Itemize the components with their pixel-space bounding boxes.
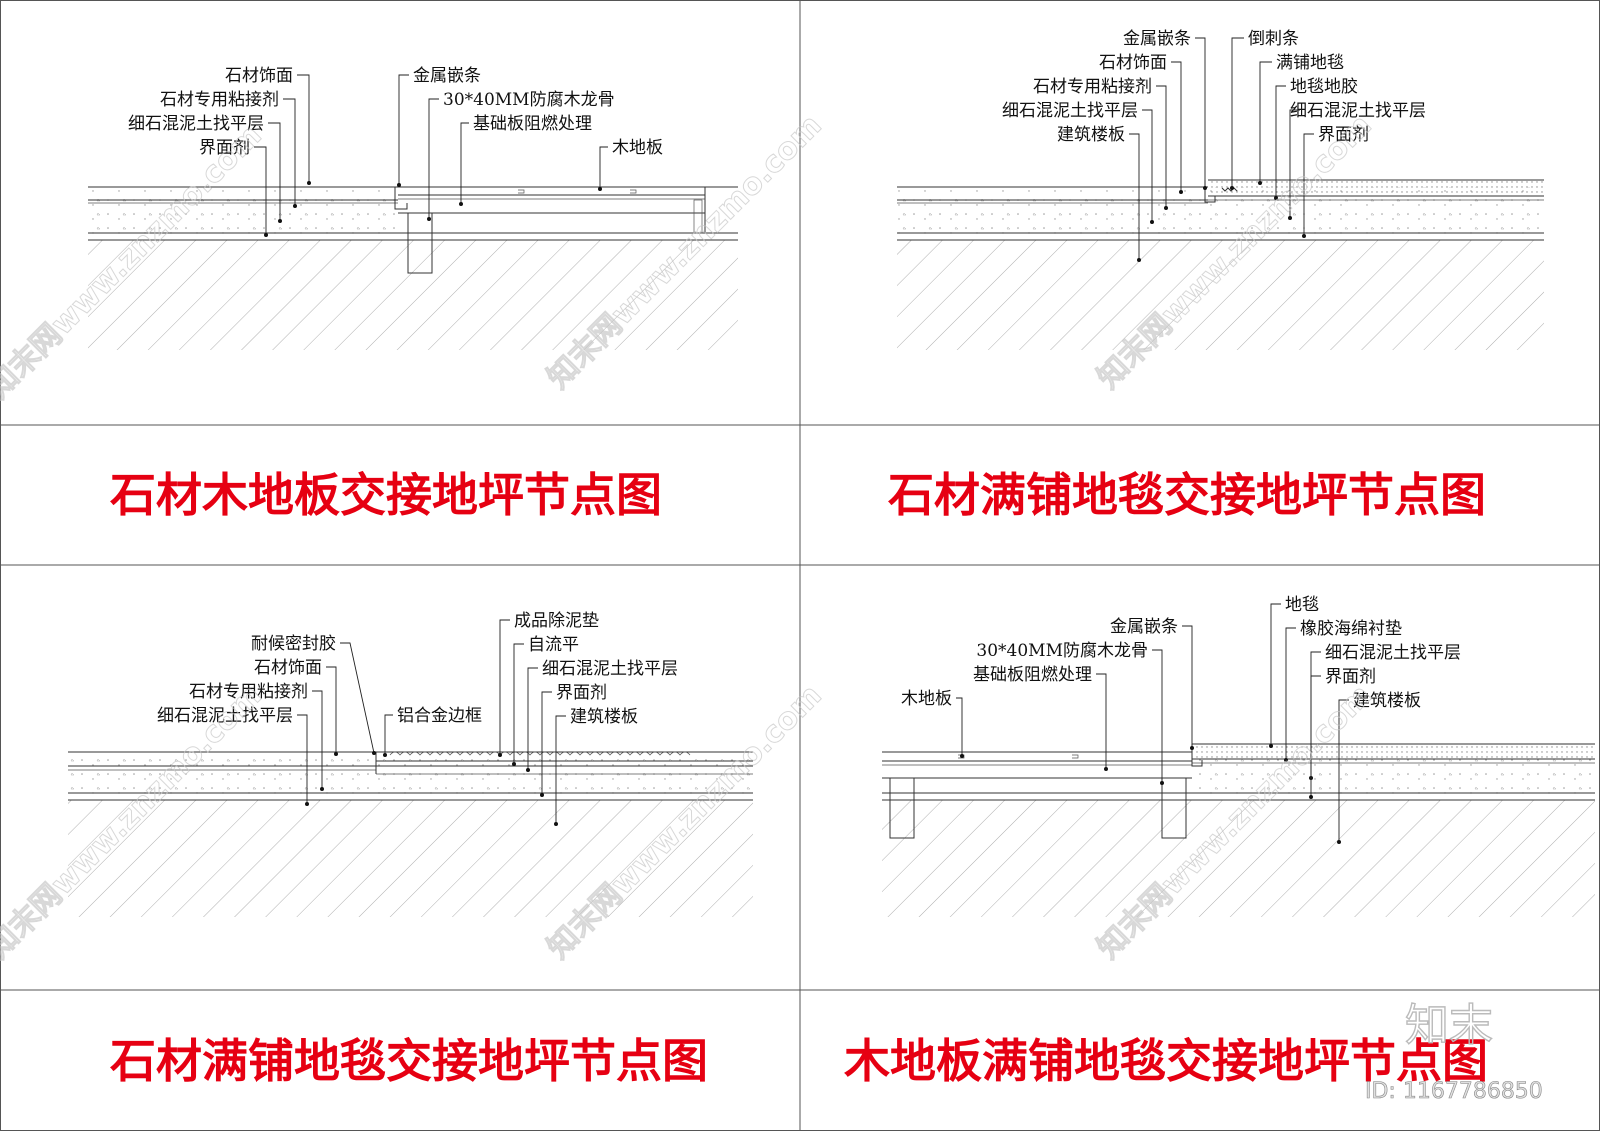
label-panel4-5: 橡胶海绵衬垫: [1300, 619, 1402, 639]
label-panel2-5: 倒刺条: [1248, 29, 1299, 49]
label-panel3-8: 界面剂: [556, 683, 607, 703]
label-panel2-0: 金属嵌条: [1123, 29, 1191, 49]
watermark-logo: 知末: [1405, 1000, 1493, 1051]
label-panel2-6: 满铺地毯: [1276, 53, 1344, 73]
label-panel3-5: 成品除泥垫: [514, 611, 599, 631]
detail-panel-1: 石材饰面 石材专用粘接剂 细石混泥土找平层 界面剂 金属嵌条 30*40MM防腐…: [88, 66, 738, 350]
panel-3-title: 石材满铺地毯交接地坪节点图: [110, 1034, 708, 1088]
label-panel2-7: 地毯地胶: [1290, 77, 1358, 97]
label-panel4-7: 界面剂: [1325, 667, 1376, 687]
label-panel1-3: 界面剂: [199, 138, 250, 158]
label-panel1-6: 基础板阻燃处理: [473, 114, 592, 134]
detail-panel-3: 耐候密封胶 石材饰面 石材专用粘接剂 细石混泥土找平层 铝合金边框 成品除泥垫 …: [68, 611, 753, 917]
label-panel3-3: 细石混泥土找平层: [157, 706, 293, 726]
label-panel4-2: 基础板阻燃处理: [973, 665, 1092, 685]
label-panel1-7: 木地板: [612, 138, 663, 158]
label-panel2-4: 建筑楼板: [1057, 125, 1125, 145]
label-panel2-3: 细石混泥土找平层: [1002, 101, 1138, 121]
label-panel3-2: 石材专用粘接剂: [189, 682, 308, 702]
label-panel1-5: 30*40MM防腐木龙骨: [443, 90, 615, 110]
label-panel4-4: 地毯: [1285, 595, 1319, 615]
label-panel4-8: 建筑楼板: [1353, 691, 1421, 711]
label-panel2-2: 石材专用粘接剂: [1033, 77, 1152, 97]
label-panel1-0: 石材饰面: [225, 66, 293, 86]
panel-2-title: 石材满铺地毯交接地坪节点图: [888, 468, 1486, 522]
label-panel1-4: 金属嵌条: [413, 66, 481, 86]
label-panel4-1: 30*40MM防腐木龙骨: [976, 641, 1148, 661]
label-panel1-2: 细石混泥土找平层: [128, 114, 264, 134]
label-panel3-9: 建筑楼板: [570, 707, 638, 727]
label-panel4-3: 木地板: [901, 689, 952, 709]
watermark-id: ID: 1167786850: [1365, 1079, 1543, 1104]
label-panel3-0: 耐候密封胶: [251, 634, 336, 654]
label-panel4-6: 细石混泥土找平层: [1325, 643, 1461, 663]
label-panel2-8: 细石混泥土找平层: [1290, 101, 1426, 121]
label-panel4-0: 金属嵌条: [1110, 617, 1178, 637]
label-panel3-7: 细石混泥土找平层: [542, 659, 678, 679]
label-panel2-9: 界面剂: [1318, 125, 1369, 145]
label-panel3-6: 自流平: [528, 635, 579, 655]
label-panel2-1: 石材饰面: [1099, 53, 1167, 73]
label-panel3-4: 铝合金边框: [397, 706, 482, 726]
detail-panel-4: 金属嵌条 30*40MM防腐木龙骨 基础板阻燃处理 木地板 地毯 橡胶海绵衬垫 …: [882, 595, 1595, 917]
panel-1-title: 石材木地板交接地坪节点图: [110, 468, 662, 522]
label-panel3-1: 石材饰面: [254, 658, 322, 678]
detail-panel-2: 金属嵌条 石材饰面 石材专用粘接剂 细石混泥土找平层 建筑楼板 倒刺条 满铺地毯…: [897, 29, 1544, 350]
label-panel1-1: 石材专用粘接剂: [160, 90, 279, 110]
panel-4-title: 木地板满铺地毯交接地坪节点图: [844, 1034, 1488, 1088]
